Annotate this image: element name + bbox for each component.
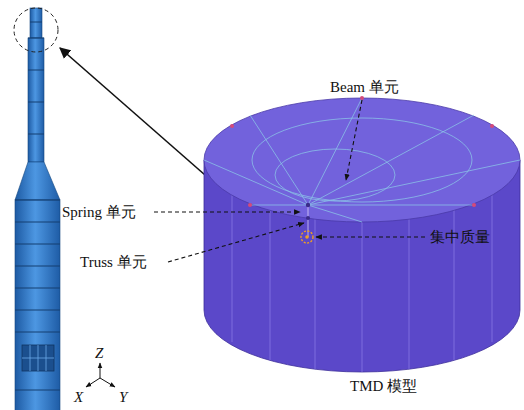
element-label: 集中质量 [430, 228, 490, 246]
axis-label: Y [119, 388, 127, 406]
figure-caption: TMD 模型 [350, 377, 417, 395]
tmd-model [204, 96, 520, 372]
element-label: Truss 单元 [80, 253, 147, 271]
tower [14, 8, 213, 410]
axis-label: Z [95, 344, 103, 362]
leader-lines [154, 100, 425, 262]
axis-triad [86, 363, 115, 387]
element-label: Beam 单元 [330, 78, 399, 96]
axis-label: X [74, 388, 83, 406]
element-label: Spring 单元 [62, 203, 136, 221]
